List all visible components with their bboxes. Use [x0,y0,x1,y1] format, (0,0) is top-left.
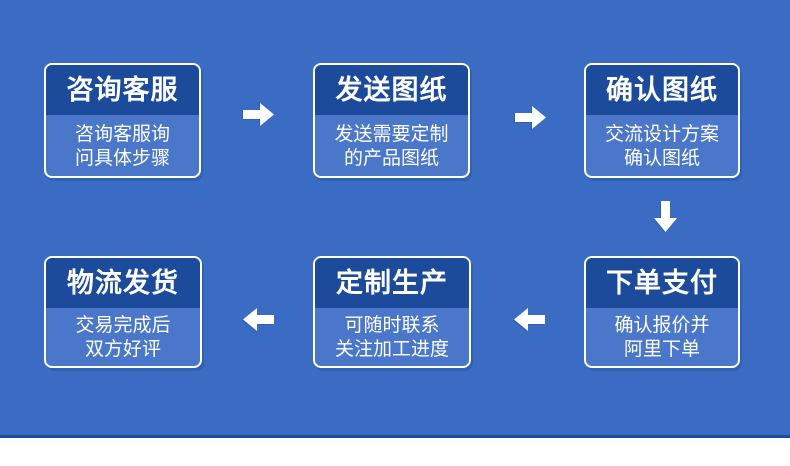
description-line: 交流设计方案 [604,122,719,145]
arrow-right-icon [243,102,274,127]
flow-step-place-order-pay: 下单支付 确认报价并 阿里下单 [584,256,740,368]
description-line: 可随时联系 [344,314,440,336]
flow-step-description: 交流设计方案 确认图纸 [586,115,738,176]
flow-step-title: 下单支付 [586,258,738,308]
flow-step-consult-service: 咨询客服 咨询客服询 问具体步骤 [44,63,201,178]
arrow-left-icon [514,307,545,332]
arrow-down-icon [647,201,678,232]
description-line: 确认图纸 [623,146,700,169]
description-line: 的产品图纸 [343,146,439,169]
description-line: 双方好评 [84,338,161,360]
flow-step-description: 交易完成后 双方好评 [46,308,200,366]
flow-step-title: 物流发货 [46,258,200,308]
description-line: 关注加工进度 [334,338,449,360]
description-line: 咨询客服询 [74,122,170,145]
arrow-right-icon [515,105,546,130]
flow-step-description: 可随时联系 关注加工进度 [315,308,469,366]
flow-step-description: 确认报价并 阿里下单 [586,308,738,366]
flow-step-send-drawings: 发送图纸 发送需要定制 的产品图纸 [313,63,470,178]
flow-step-title: 发送图纸 [315,65,468,115]
flow-step-title: 确认图纸 [586,65,738,115]
description-line: 交易完成后 [75,314,171,336]
description-line: 确认报价并 [614,314,710,336]
flow-step-title: 咨询客服 [46,65,199,115]
flow-step-title: 定制生产 [315,258,469,308]
flow-step-description: 发送需要定制 的产品图纸 [315,115,468,176]
flow-step-custom-production: 定制生产 可随时联系 关注加工进度 [313,256,471,368]
description-line: 发送需要定制 [334,122,449,145]
description-line: 阿里下单 [623,338,700,360]
description-line: 问具体步骤 [74,146,170,169]
flow-step-confirm-drawings: 确认图纸 交流设计方案 确认图纸 [584,63,740,178]
arrow-left-icon [243,307,274,332]
flow-step-logistics-shipping: 物流发货 交易完成后 双方好评 [44,256,202,368]
flow-step-description: 咨询客服询 问具体步骤 [46,115,199,176]
